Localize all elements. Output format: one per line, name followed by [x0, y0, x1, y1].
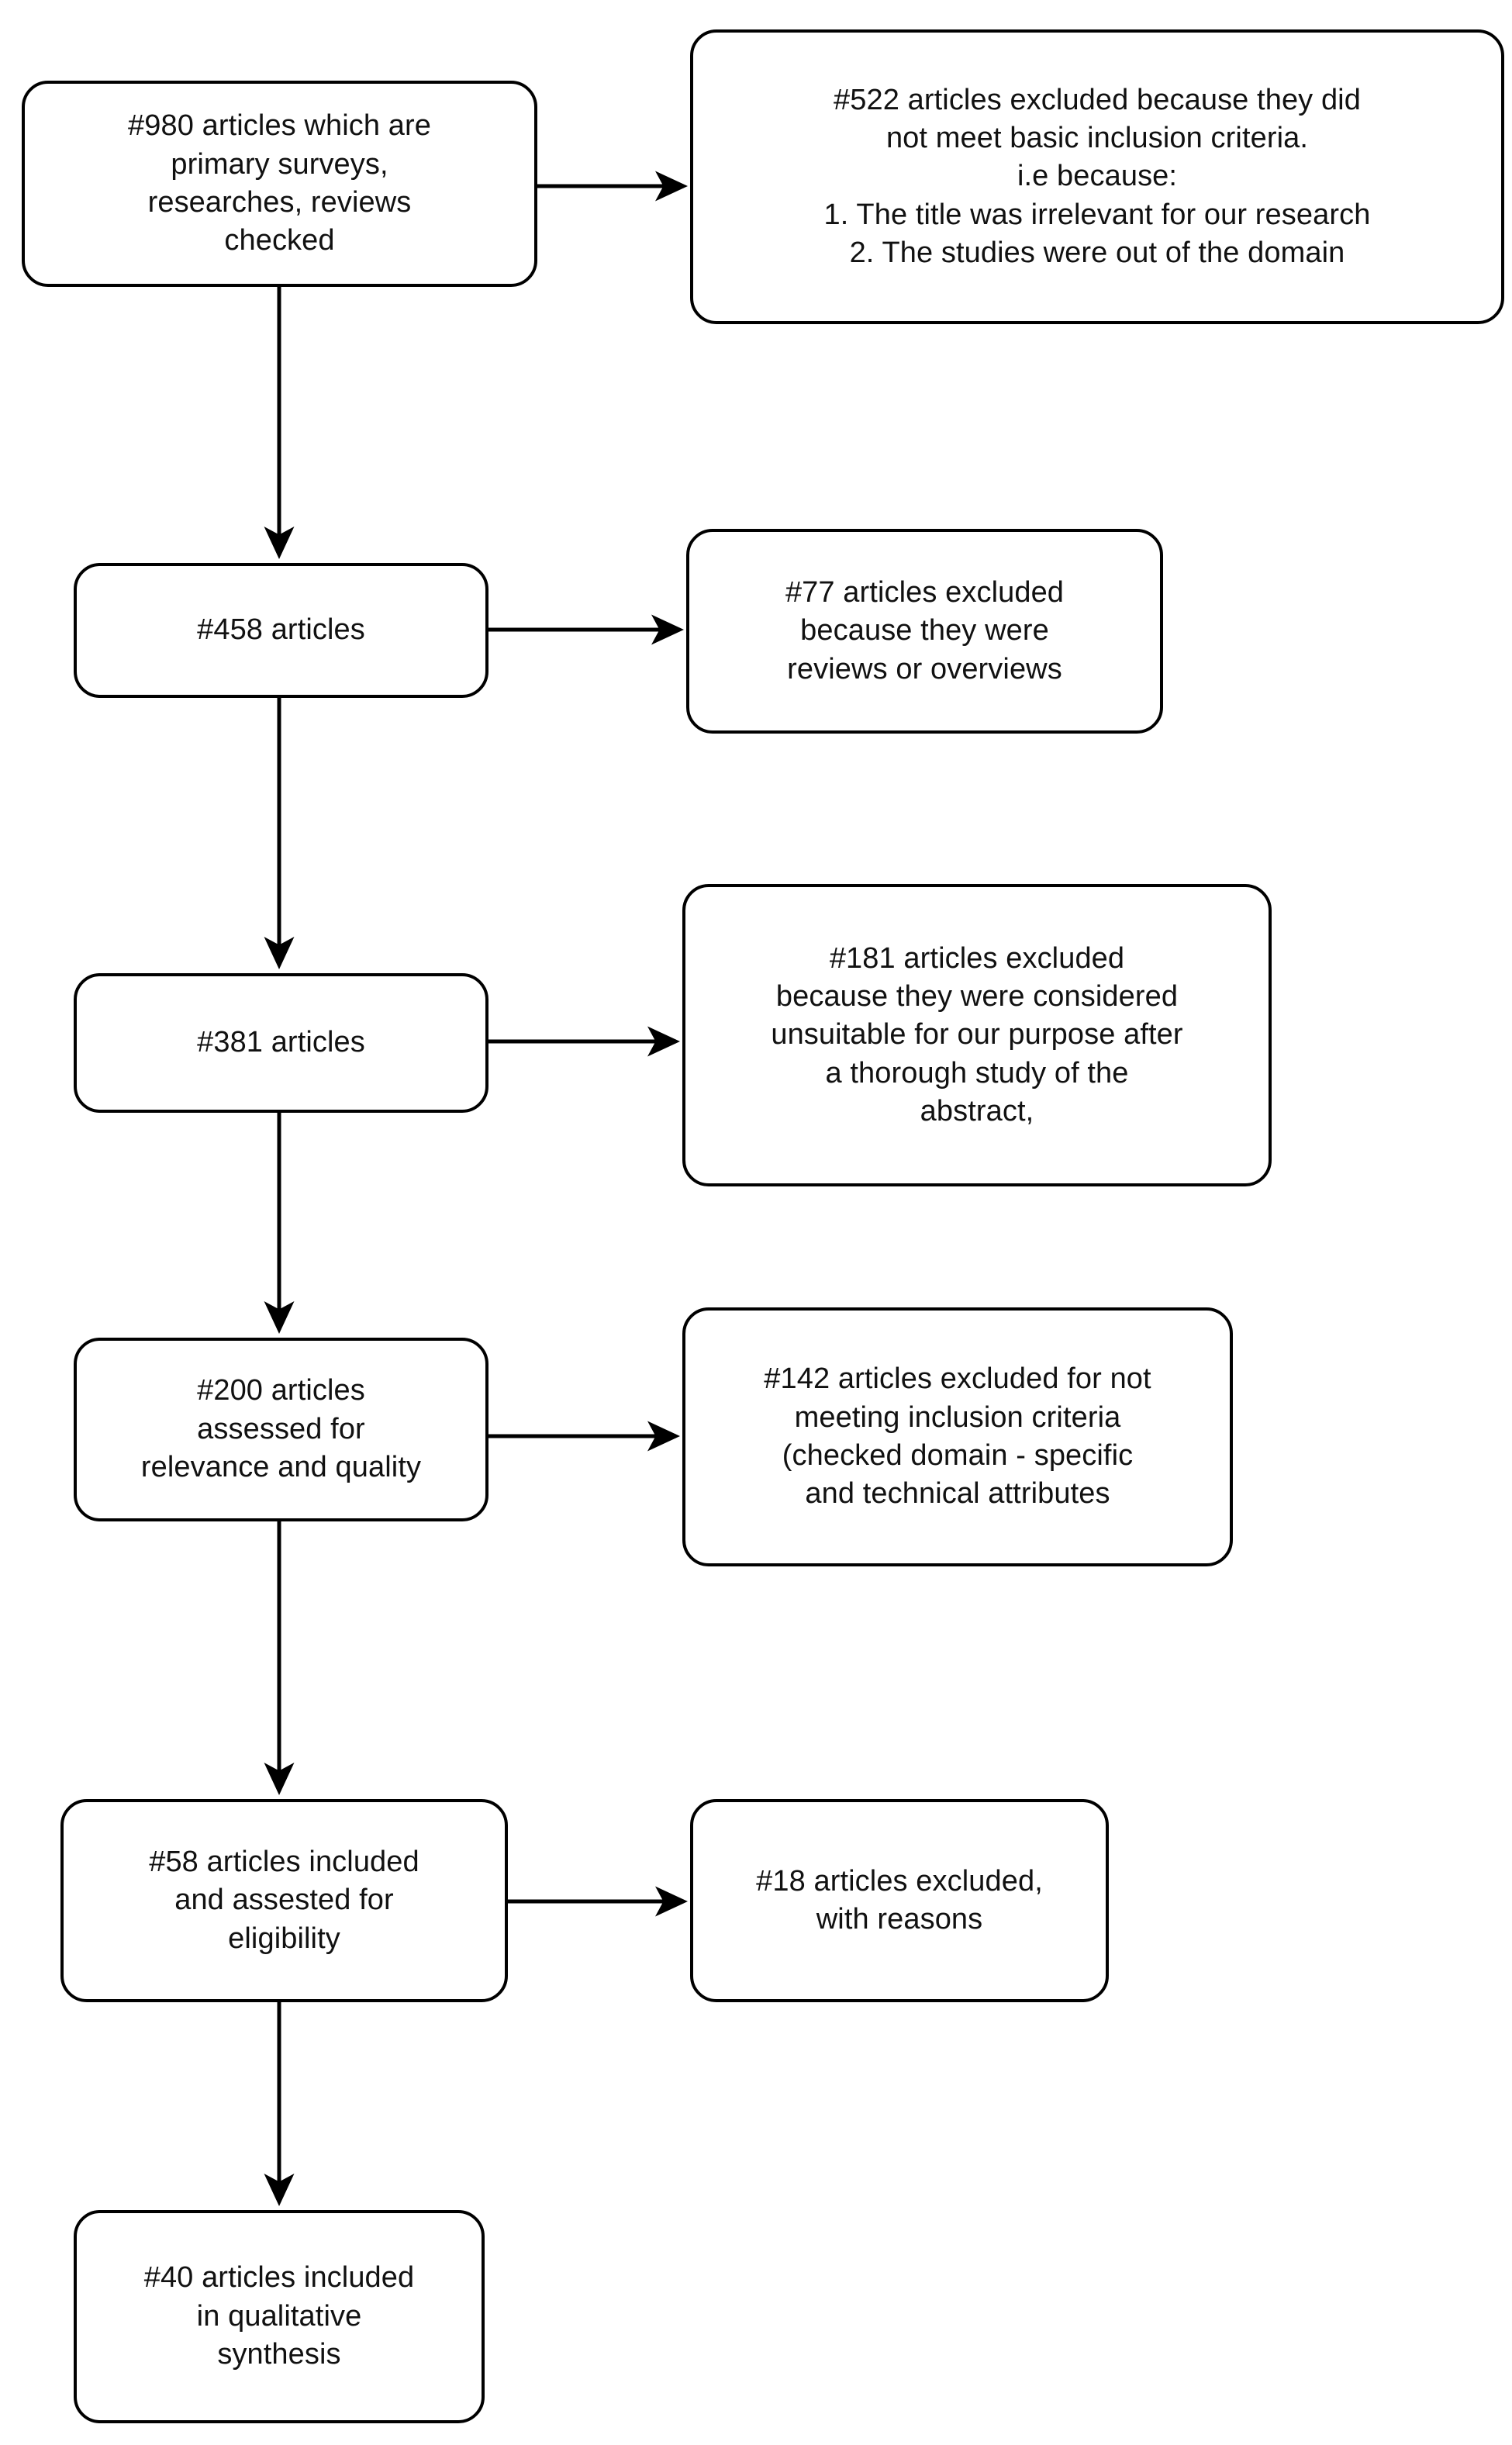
- flow-node-381-label: #381 articles: [197, 1026, 365, 1059]
- flow-node-980-label: #980 articles which are primary surveys,…: [128, 109, 431, 257]
- exclusion-node-77-label: #77 articles excluded because they were …: [785, 575, 1065, 685]
- flow-node-58[interactable]: #58 articles included and assested for e…: [60, 1799, 508, 2002]
- exclusion-node-181-label: #181 articles excluded because they were…: [771, 941, 1183, 1128]
- exclusion-node-18[interactable]: #18 articles excluded, with reasons: [690, 1799, 1109, 2002]
- exclusion-node-142-label: #142 articles excluded for not meeting i…: [764, 1362, 1151, 1511]
- exclusion-node-77[interactable]: #77 articles excluded because they were …: [686, 529, 1163, 734]
- flow-node-40-label: #40 articles included in qualitative syn…: [143, 2261, 415, 2371]
- flow-node-200[interactable]: #200 articles assessed for relevance and…: [74, 1338, 488, 1521]
- flow-node-200-label: #200 articles assessed for relevance and…: [140, 1374, 422, 1484]
- flow-node-381[interactable]: #381 articles: [74, 973, 488, 1113]
- exclusion-node-18-label: #18 articles excluded, with reasons: [756, 1864, 1043, 1936]
- flow-node-40[interactable]: #40 articles included in qualitative syn…: [74, 2210, 485, 2423]
- flow-node-458-label: #458 articles: [197, 613, 365, 647]
- flow-node-458[interactable]: #458 articles: [74, 563, 488, 698]
- flow-node-58-label: #58 articles included and assested for e…: [149, 1845, 419, 1955]
- flow-node-980[interactable]: #980 articles which are primary surveys,…: [22, 81, 537, 287]
- exclusion-node-181[interactable]: #181 articles excluded because they were…: [682, 884, 1272, 1186]
- exclusion-node-522-label: #522 articles excluded because they did …: [823, 83, 1371, 270]
- exclusion-node-522[interactable]: #522 articles excluded because they did …: [690, 29, 1504, 324]
- exclusion-node-142[interactable]: #142 articles excluded for not meeting i…: [682, 1307, 1233, 1566]
